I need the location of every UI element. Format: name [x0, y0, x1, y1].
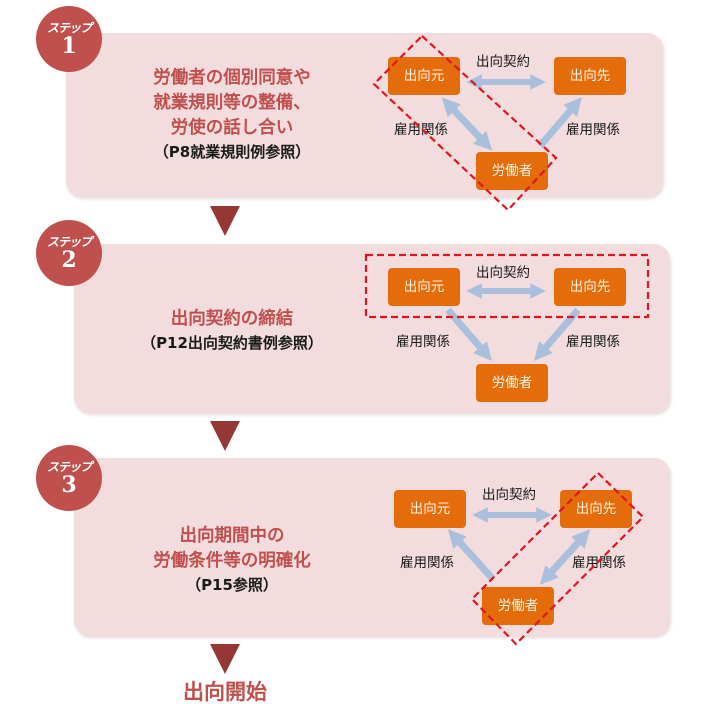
- step-3-badge: ステップ 3: [36, 445, 102, 511]
- node-source-company: 出向元: [388, 57, 460, 95]
- flow-arrow-2: [210, 421, 240, 451]
- title-line: 就業規則等の整備、: [153, 93, 311, 113]
- step-reference: （P8就業規則例参照）: [153, 143, 311, 161]
- node-target-company: 出向先: [560, 490, 632, 528]
- step-reference: （P15参照）: [186, 576, 278, 594]
- step-1-title: 労働者の個別同意や 就業規則等の整備、 労使の話し合い （P8就業規則例参照）: [112, 66, 352, 163]
- title-line: 労働者の個別同意や: [153, 68, 311, 88]
- step-badge-label: ステップ: [46, 235, 92, 249]
- contract-label: 出向契約: [476, 54, 530, 70]
- step-badge-label: ステップ: [46, 460, 92, 474]
- step-2-title: 出向契約の締結 （P12出向契約書例参照）: [102, 307, 362, 354]
- title-line: 出向契約の締結: [170, 309, 294, 329]
- node-worker: 労働者: [476, 364, 548, 402]
- node-worker: 労働者: [482, 587, 554, 625]
- node-worker: 労働者: [476, 152, 548, 190]
- employment-label-right: 雇用関係: [566, 122, 620, 138]
- employment-label-right: 雇用関係: [566, 334, 620, 350]
- title-line: 労使の話し合い: [170, 118, 294, 138]
- contract-label: 出向契約: [476, 265, 530, 281]
- step-2-badge: ステップ 2: [36, 220, 102, 286]
- flow-arrow-1: [210, 206, 240, 236]
- step-number: 1: [61, 33, 77, 59]
- step-number: 3: [61, 472, 77, 498]
- final-label: 出向開始: [183, 680, 267, 704]
- step-badge-label: ステップ: [46, 21, 92, 35]
- step-number: 2: [61, 247, 77, 273]
- contract-label: 出向契約: [482, 487, 536, 503]
- title-line: 労働条件等の明確化: [153, 551, 311, 571]
- node-target-company: 出向先: [554, 57, 626, 95]
- step-reference: （P12出向契約書例参照）: [141, 334, 323, 352]
- employment-label-left: 雇用関係: [396, 334, 450, 350]
- step-3-title: 出向期間中の 労働条件等の明確化 （P15参照）: [112, 524, 352, 596]
- node-source-company: 出向元: [388, 268, 460, 306]
- step-1-badge: ステップ 1: [36, 6, 102, 72]
- flow-arrow-3: [210, 644, 240, 674]
- employment-label-left: 雇用関係: [394, 122, 448, 138]
- title-line: 出向期間中の: [179, 526, 285, 546]
- employment-label-right: 雇用関係: [572, 555, 626, 571]
- node-source-company: 出向元: [394, 490, 466, 528]
- employment-label-left: 雇用関係: [400, 555, 454, 571]
- node-target-company: 出向先: [554, 268, 626, 306]
